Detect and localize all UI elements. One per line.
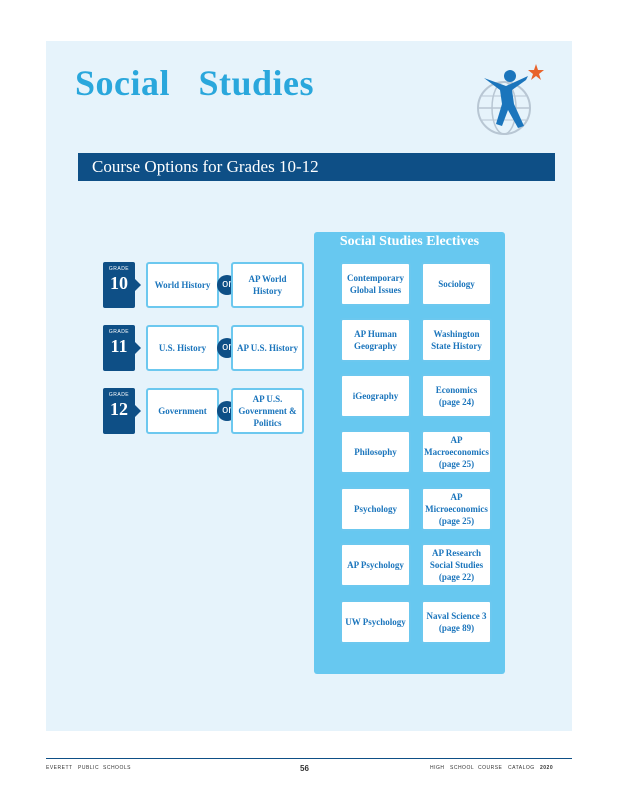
elective-card: Economics (page 24) [421,374,492,418]
school-logo-icon [477,64,544,135]
footer-left-word: SCHOOLS [103,765,131,771]
page-number: 56 [300,764,309,773]
grade-label: GRADE [108,266,130,272]
footer-left-word: EVERETT [46,765,73,771]
footer-right-word: CATALOG [508,765,535,771]
elective-card: iGeography [340,374,411,418]
course-ap-us-government: AP U.S. Government & Politics [231,388,304,434]
elective-card: UW Psychology [340,600,411,644]
grade-label: GRADE [108,392,130,398]
grade-number: 12 [110,399,128,419]
elective-card: Sociology [421,262,492,306]
elective-card: Contemporary Global Issues [340,262,411,306]
grade-number: 11 [110,336,128,356]
elective-card: AP Macroeconomics (page 25) [421,430,492,474]
grade-number: 10 [110,273,128,293]
elective-card: Psychology [340,487,411,531]
page-title: Social Studies [75,63,315,103]
elective-card: Naval Science 3 (page 89) [421,600,492,644]
course-us-history: U.S. History [146,325,219,371]
elective-card: AP Research Social Studies (page 22) [421,543,492,587]
course-world-history: World History [146,262,219,308]
grade-label: GRADE [108,329,130,335]
footer-right-word: HIGH [430,765,445,771]
footer-right-word: SCHOOL [450,765,475,771]
footer-right-word: 2020 [540,765,554,771]
footer-right-word: COURSE [478,765,503,771]
elective-card: Washington State History [421,318,492,362]
elective-card: AP Psychology [340,543,411,587]
footer-left-word: PUBLIC [78,765,100,771]
elective-card: AP Human Geography [340,318,411,362]
electives-title: Social Studies Electives [339,234,480,249]
course-government: Government [146,388,219,434]
elective-card: Philosophy [340,430,411,474]
course-ap-world-history: AP World History [231,262,304,308]
grade-11-badge: GRADE 11 [103,325,141,371]
footer-divider [46,758,572,759]
elective-card: AP Microeconomics (page 25) [421,487,492,531]
grade-10-badge: GRADE 10 [103,262,141,308]
section-banner: Course Options for Grades 10-12 [78,153,555,181]
course-ap-us-history: AP U.S. History [231,325,304,371]
grade-12-badge: GRADE 12 [103,388,141,434]
